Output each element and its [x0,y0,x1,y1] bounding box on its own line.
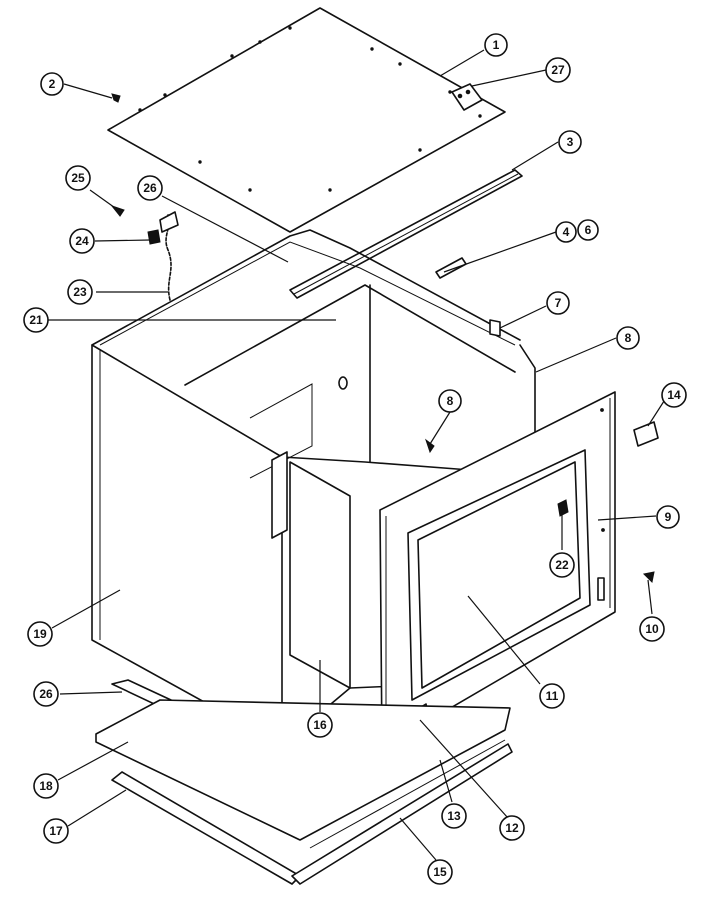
callout-9-label: 9 [665,510,672,524]
callout-25: 25 [65,165,91,191]
callout-11-label: 11 [546,689,559,703]
callout-27: 27 [545,57,571,83]
screw-part-8 [425,438,435,454]
callout-24: 24 [69,228,95,254]
callout-2-label: 2 [49,77,56,91]
rail-part-3 [289,169,523,299]
callout-26-bottom-label: 26 [39,687,53,701]
callout-14: 14 [661,382,687,408]
trim-part-15 [291,739,513,885]
callout-9: 9 [656,505,680,529]
callout-7: 7 [546,291,570,315]
front-frame [379,391,616,749]
callout-23-label: 23 [73,285,87,299]
callout-6-label: 6 [585,223,592,237]
callout-3: 3 [558,130,582,154]
callout-23: 23 [67,279,93,305]
callout-16-label: 16 [313,718,327,732]
callout-13: 13 [441,803,467,829]
leader-lines [48,49,667,861]
switch-part-14 [633,421,659,447]
callout-17: 17 [43,818,69,844]
callout-8-right-label: 8 [625,331,632,345]
callout-18: 18 [33,773,59,799]
callout-10: 10 [639,616,665,642]
callout-27-label: 27 [551,63,565,77]
bracket-part-7 [489,319,501,337]
callout-13-label: 13 [447,809,461,823]
callout-22-label: 22 [555,558,569,572]
callout-26-top: 26 [137,175,163,201]
callout-26-bottom: 26 [33,681,59,707]
cabinet-body [91,229,541,746]
callout-11: 11 [539,683,565,709]
callout-8-center-label: 8 [447,394,454,408]
callout-22: 22 [549,552,575,578]
callout-10-label: 10 [645,622,659,636]
callout-26-top-label: 26 [143,181,157,195]
screw-part-10 [642,571,655,584]
callout-12-label: 12 [505,821,519,835]
wire-harness [110,204,179,301]
callout-1-label: 1 [493,38,500,52]
callout-7-label: 7 [555,296,562,310]
callout-4-label: 4 [563,225,570,239]
screw-part-2 [111,93,121,103]
callout-24-label: 24 [75,234,89,248]
callout-19: 19 [27,621,53,647]
callout-18-label: 18 [39,779,53,793]
callout-1: 1 [484,33,508,57]
callout-4: 4 [555,221,577,243]
callout-21-label: 21 [29,313,43,327]
callout-19-label: 19 [33,627,47,641]
callout-15: 15 [427,859,453,885]
base-pan-part-18 [95,699,511,841]
callout-21: 21 [23,307,49,333]
callout-3-label: 3 [567,135,574,149]
callout-16: 16 [307,712,333,738]
callout-8-right: 8 [616,326,640,350]
top-panel [107,7,506,233]
callout-15-label: 15 [433,865,447,879]
callout-12: 12 [499,815,525,841]
callout-8-center: 8 [438,389,462,413]
bracket-part-4 [435,257,467,279]
callout-2: 2 [40,72,64,96]
callout-14-label: 14 [667,388,681,402]
callout-25-label: 25 [71,171,85,185]
callout-6: 6 [577,219,599,241]
callout-17-label: 17 [49,824,63,838]
